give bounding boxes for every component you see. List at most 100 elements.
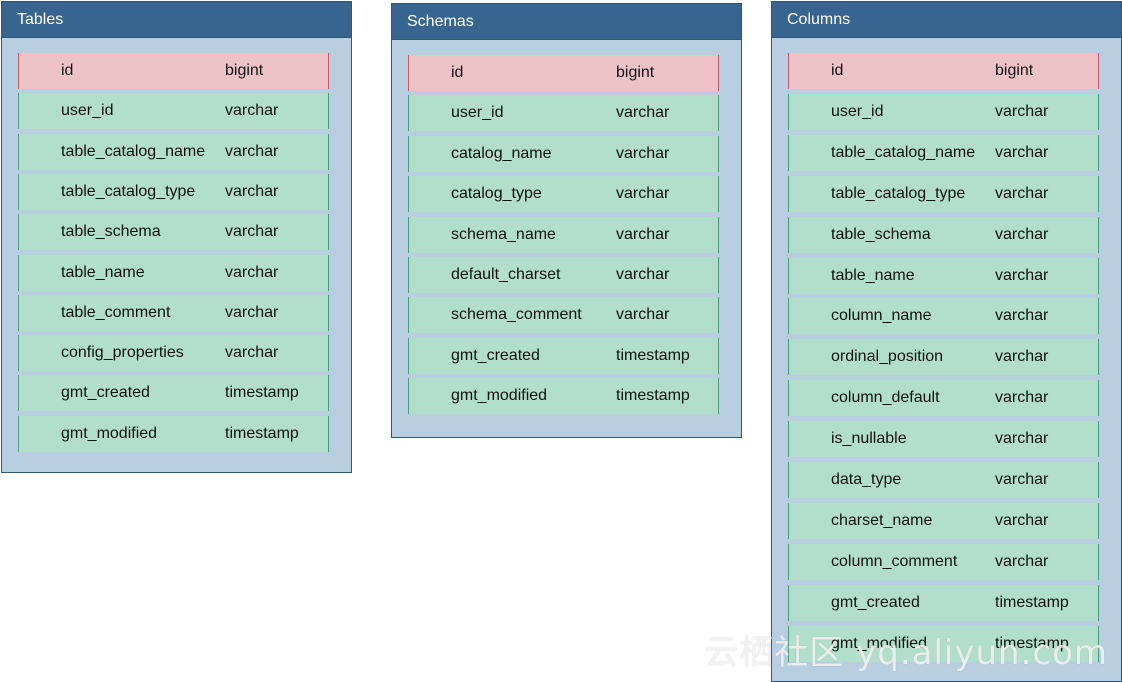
field-row: catalog_type varchar — [408, 176, 719, 212]
field-row: table_catalog_name varchar — [18, 134, 329, 170]
field-type: varchar — [995, 348, 1049, 365]
field-type: varchar — [995, 226, 1049, 243]
field-name: user_id — [831, 103, 884, 120]
field-name: is_nullable — [831, 430, 907, 447]
field-row: default_charset varchar — [408, 257, 719, 293]
field-name: gmt_modified — [451, 387, 548, 404]
field-row: ordinal_position varchar — [788, 339, 1099, 375]
field-type: varchar — [616, 306, 670, 323]
field-row: user_id varchar — [408, 95, 719, 131]
field-row: table_name varchar — [788, 258, 1099, 294]
field-type: timestamp — [225, 384, 299, 401]
primary-key-row: id bigint — [18, 53, 329, 89]
field-name: catalog_type — [451, 185, 542, 202]
field-row: gmt_created timestamp — [788, 585, 1099, 621]
field-name: ordinal_position — [831, 348, 944, 365]
field-type: varchar — [995, 471, 1049, 488]
field-type: timestamp — [616, 347, 690, 364]
field-name: table_schema — [831, 226, 931, 243]
field-name: gmt_created — [831, 594, 920, 611]
field-type: varchar — [995, 185, 1049, 202]
tables-table-title: Tables — [2, 2, 351, 38]
field-name: gmt_created — [61, 384, 150, 401]
field-name: gmt_modified — [61, 425, 158, 442]
field-name: table_schema — [61, 223, 161, 240]
field-type: timestamp — [995, 635, 1069, 652]
field-name: default_charset — [451, 266, 561, 283]
field-type: varchar — [225, 223, 279, 240]
field-type: varchar — [616, 104, 670, 121]
field-name: catalog_name — [451, 145, 552, 162]
field-name: table_name — [831, 267, 915, 284]
columns-table-title: Columns — [772, 2, 1121, 38]
field-row: schema_comment varchar — [408, 297, 719, 333]
field-row: config_properties varchar — [18, 335, 329, 371]
field-type: varchar — [616, 145, 670, 162]
field-name: user_id — [61, 102, 114, 119]
field-row: data_type varchar — [788, 462, 1099, 498]
field-row: gmt_created timestamp — [408, 338, 719, 374]
field-name: table_catalog_name — [831, 144, 976, 161]
field-row: catalog_name varchar — [408, 136, 719, 172]
field-type: bigint — [616, 64, 655, 81]
field-name: gmt_created — [451, 347, 540, 364]
schemas-table-title: Schemas — [392, 4, 741, 40]
field-row: gmt_modified timestamp — [788, 626, 1099, 662]
field-name: charset_name — [831, 512, 933, 529]
field-name: column_comment — [831, 553, 958, 570]
field-row: table_name varchar — [18, 255, 329, 291]
field-name: table_catalog_name — [61, 143, 206, 160]
field-type: bigint — [225, 62, 264, 79]
field-row: gmt_created timestamp — [18, 375, 329, 411]
field-type: timestamp — [616, 387, 690, 404]
field-type: varchar — [225, 304, 279, 321]
field-row: table_catalog_name varchar — [788, 135, 1099, 171]
field-type: varchar — [616, 185, 670, 202]
field-type: varchar — [995, 430, 1049, 447]
field-type: varchar — [225, 102, 279, 119]
field-type: varchar — [995, 144, 1049, 161]
field-name: schema_name — [451, 226, 556, 243]
field-type: varchar — [225, 143, 279, 160]
field-type: varchar — [616, 226, 670, 243]
field-name: gmt_modified — [831, 635, 928, 652]
field-type: varchar — [995, 267, 1049, 284]
field-row: table_catalog_type varchar — [788, 176, 1099, 212]
field-name: config_properties — [61, 344, 184, 361]
field-type: varchar — [995, 512, 1049, 529]
field-row: schema_name varchar — [408, 217, 719, 253]
field-name: user_id — [451, 104, 504, 121]
field-name: schema_comment — [451, 306, 582, 323]
field-name: table_catalog_type — [831, 185, 966, 202]
field-name: data_type — [831, 471, 902, 488]
primary-key-row: id bigint — [408, 55, 719, 91]
field-name: table_catalog_type — [61, 183, 196, 200]
field-type: varchar — [995, 307, 1049, 324]
field-type: timestamp — [995, 594, 1069, 611]
field-name: table_name — [61, 264, 145, 281]
field-type: varchar — [995, 553, 1049, 570]
field-name: id — [451, 64, 464, 81]
field-type: varchar — [225, 264, 279, 281]
field-row: gmt_modified timestamp — [408, 378, 719, 414]
field-row: gmt_modified timestamp — [18, 416, 329, 452]
field-row: column_comment varchar — [788, 544, 1099, 580]
site-watermark: 云栖社区 yq.aliyun.com — [704, 633, 1108, 673]
field-type: timestamp — [225, 425, 299, 442]
field-row: user_id varchar — [18, 93, 329, 129]
field-type: varchar — [616, 266, 670, 283]
field-type: varchar — [225, 344, 279, 361]
field-row: table_schema varchar — [788, 217, 1099, 253]
field-name: column_default — [831, 389, 940, 406]
field-type: bigint — [995, 62, 1034, 79]
field-name: id — [61, 62, 74, 79]
